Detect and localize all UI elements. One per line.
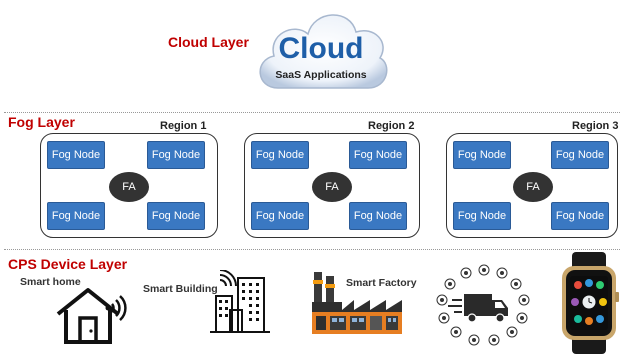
fog-agent[interactable]: FA xyxy=(513,172,553,202)
fog-node[interactable]: Fog Node xyxy=(349,202,407,230)
region-1-box: Fog Node Fog Node Fog Node Fog Node FA xyxy=(40,133,218,238)
fog-node[interactable]: Fog Node xyxy=(453,141,511,169)
fog-node[interactable]: Fog Node xyxy=(47,141,105,169)
fog-node[interactable]: Fog Node xyxy=(551,202,609,230)
separator-cloud-fog xyxy=(4,112,620,113)
smart-logistics-icon xyxy=(430,264,538,351)
region-2-box: Fog Node Fog Node Fog Node Fog Node FA xyxy=(244,133,420,238)
fog-layer-title: Fog Layer xyxy=(8,114,75,130)
smart-home-icon xyxy=(52,284,132,353)
cloud-label: Cloud xyxy=(278,32,364,65)
fog-node[interactable]: Fog Node xyxy=(349,141,407,169)
smart-building-label: Smart Building xyxy=(143,283,218,295)
fog-node[interactable]: Fog Node xyxy=(251,202,309,230)
fog-agent[interactable]: FA xyxy=(109,172,149,202)
fog-node[interactable]: Fog Node xyxy=(147,202,205,230)
cloud-subtext: SaaS Applications xyxy=(275,69,367,81)
smart-home-label: Smart home xyxy=(20,276,81,288)
cps-layer-title: CPS Device Layer xyxy=(8,256,128,272)
separator-fog-cps xyxy=(4,249,620,250)
fog-agent[interactable]: FA xyxy=(312,172,352,202)
region-3-box: Fog Node Fog Node Fog Node Fog Node FA xyxy=(446,133,618,238)
smart-factory-icon xyxy=(312,268,404,341)
fog-node[interactable]: Fog Node xyxy=(47,202,105,230)
cloud-layer-title: Cloud Layer xyxy=(168,34,249,50)
fog-node[interactable]: Fog Node xyxy=(551,141,609,169)
region-3-label: Region 3 xyxy=(572,120,619,132)
smart-factory-label: Smart Factory xyxy=(346,277,417,289)
fog-node[interactable]: Fog Node xyxy=(147,141,205,169)
fog-node[interactable]: Fog Node xyxy=(453,202,511,230)
fog-node[interactable]: Fog Node xyxy=(251,141,309,169)
smart-building-icon xyxy=(208,269,272,341)
smartwatch-icon xyxy=(558,252,620,359)
region-1-label: Region 1 xyxy=(160,120,207,132)
region-2-label: Region 2 xyxy=(368,120,415,132)
cloud-icon xyxy=(250,2,392,98)
